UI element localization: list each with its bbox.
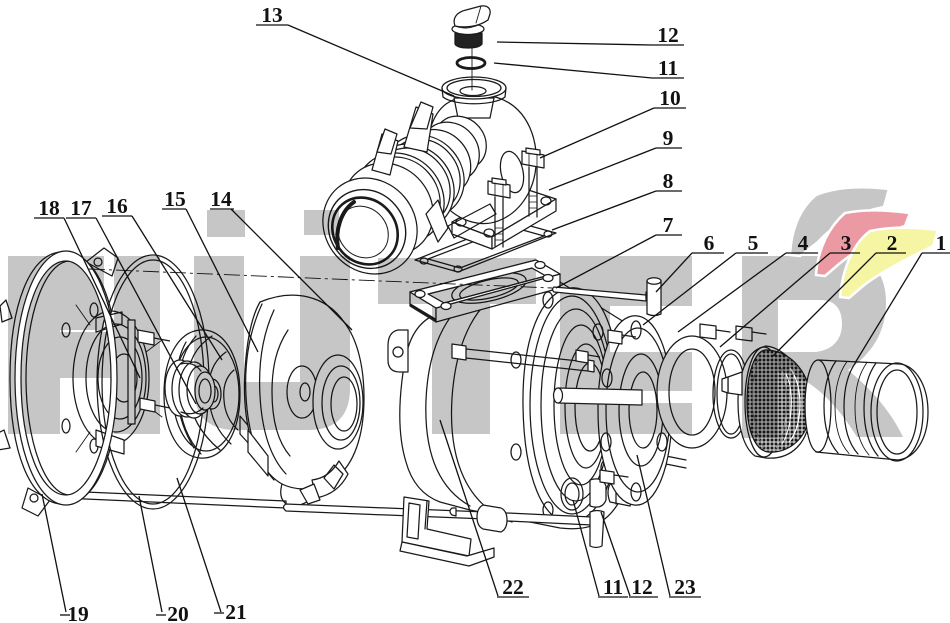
svg-text:1: 1 (936, 231, 947, 255)
svg-text:9: 9 (663, 126, 674, 150)
svg-text:10: 10 (659, 86, 681, 110)
svg-text:20: 20 (167, 602, 189, 623)
svg-text:22: 22 (502, 575, 524, 599)
svg-text:12: 12 (631, 575, 653, 599)
svg-text:19: 19 (67, 602, 89, 623)
svg-text:4: 4 (798, 231, 809, 255)
svg-text:18: 18 (38, 196, 60, 220)
svg-text:3: 3 (841, 231, 852, 255)
svg-text:16: 16 (106, 194, 128, 218)
svg-text:23: 23 (674, 575, 696, 599)
svg-text:14: 14 (210, 187, 232, 211)
svg-text:2: 2 (887, 231, 898, 255)
svg-text:15: 15 (164, 187, 186, 211)
svg-text:11: 11 (658, 56, 678, 80)
svg-text:13: 13 (261, 3, 283, 27)
svg-text:5: 5 (748, 231, 759, 255)
svg-text:8: 8 (663, 169, 674, 193)
svg-text:17: 17 (70, 196, 92, 220)
svg-text:6: 6 (704, 231, 715, 255)
svg-text:7: 7 (663, 213, 674, 237)
svg-text:11: 11 (603, 575, 623, 599)
svg-text:21: 21 (225, 600, 247, 623)
svg-text:12: 12 (657, 23, 679, 47)
